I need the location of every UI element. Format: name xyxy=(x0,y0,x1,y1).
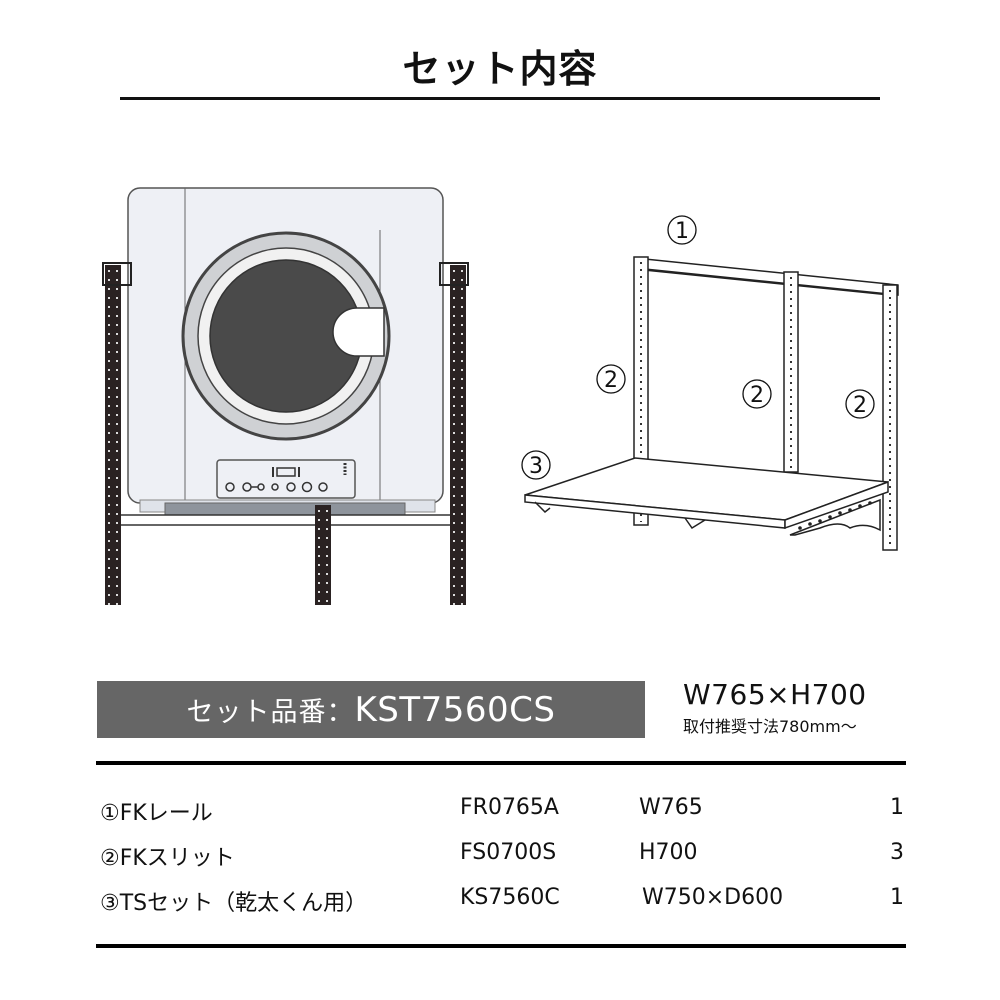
recommended-mount-size: 取付推奨寸法780mm～ xyxy=(683,717,857,736)
set-code-label: セット品番： xyxy=(186,697,355,728)
part-qty: 1 xyxy=(890,795,904,820)
table-top-divider xyxy=(96,761,906,765)
table-row: ③TSセット（乾太くん用） KS7560C W750×D600 1 xyxy=(96,885,906,925)
table-row: ②FKスリット FS0700S H700 3 xyxy=(96,840,906,880)
part-name: ②FKスリット xyxy=(100,846,235,871)
svg-text:2: 2 xyxy=(853,393,867,418)
part-qty: 3 xyxy=(890,840,904,865)
set-code-banner: セット品番： KST7560CS xyxy=(97,681,645,738)
svg-text:2: 2 xyxy=(604,368,618,393)
part-size: W765 xyxy=(639,795,703,820)
part-qty: 1 xyxy=(890,885,904,910)
table-row: ①FKレール FR0765A W765 1 xyxy=(96,795,906,835)
svg-text:1: 1 xyxy=(675,219,689,244)
part-code: FS0700S xyxy=(460,840,557,865)
dimensions: W765×H700 xyxy=(683,678,867,711)
part-name: ③TSセット（乾太くん用） xyxy=(100,891,368,916)
page-title: セット内容 xyxy=(402,47,598,91)
title-divider xyxy=(120,97,880,100)
rack-assembly-illustration: 1 2 2 2 3 xyxy=(510,210,910,560)
part-size: H700 xyxy=(639,840,698,865)
dimensions-block: W765×H700 取付推奨寸法780mm～ xyxy=(683,678,867,737)
svg-text:3: 3 xyxy=(529,454,543,479)
dryer-rack-illustration xyxy=(95,180,485,610)
table-bottom-divider xyxy=(96,944,906,948)
part-code: KS7560C xyxy=(460,885,560,910)
part-code: FR0765A xyxy=(460,795,559,820)
set-code-value: KST7560CS xyxy=(354,689,556,730)
part-name: ①FKレール xyxy=(100,801,213,826)
part-size: W750×D600 xyxy=(642,885,784,910)
svg-text:2: 2 xyxy=(750,383,764,408)
